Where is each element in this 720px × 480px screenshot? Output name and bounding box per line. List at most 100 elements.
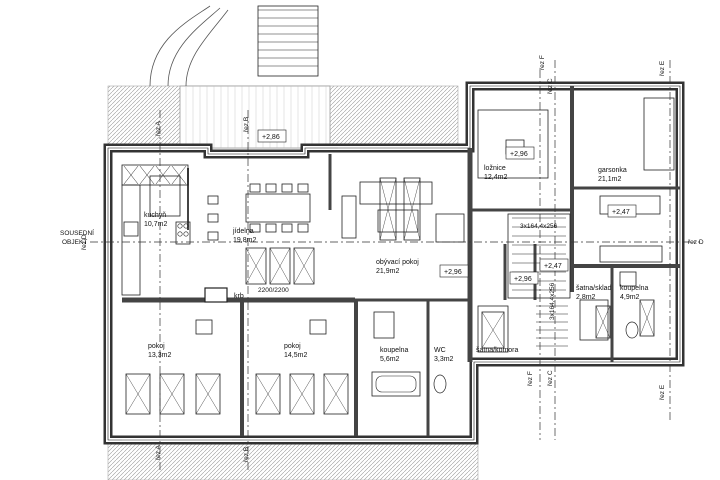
storage-cross bbox=[379, 177, 397, 241]
section-mark-d: řez D bbox=[81, 234, 88, 250]
storage-unit bbox=[323, 373, 349, 415]
cooktop-burner bbox=[177, 231, 183, 237]
dining-table bbox=[245, 193, 311, 223]
room-name: garsonka bbox=[598, 167, 627, 174]
level-marker: +2,86 bbox=[262, 134, 280, 141]
storage-unit bbox=[269, 247, 291, 285]
section-lines bbox=[90, 60, 700, 470]
exterior-staircase bbox=[257, 5, 319, 77]
room-area: 12,4m2 bbox=[484, 174, 507, 181]
desk-chair bbox=[195, 319, 213, 335]
kitchen-counter-side bbox=[121, 184, 141, 296]
washbasin bbox=[619, 271, 637, 287]
room-name: koupelna bbox=[620, 285, 649, 292]
terrace-hatch-south bbox=[107, 443, 479, 480]
section-mark-a: řez A bbox=[155, 445, 162, 460]
side-table bbox=[435, 213, 465, 243]
windows bbox=[106, 84, 682, 442]
bathtub-basin bbox=[375, 375, 417, 393]
toilet bbox=[625, 321, 639, 339]
studio-counter bbox=[599, 245, 663, 263]
room-area: 14,5m2 bbox=[284, 352, 307, 359]
section-mark-f: řez F bbox=[527, 371, 534, 386]
toilet bbox=[433, 374, 447, 394]
storage-cross bbox=[195, 373, 221, 415]
storage-unit bbox=[595, 305, 611, 339]
storage-cross bbox=[481, 311, 505, 349]
room-area: 10,7m2 bbox=[144, 221, 167, 228]
counter-cross bbox=[171, 165, 187, 185]
section-mark-f: řez F bbox=[539, 55, 546, 70]
bathtub bbox=[371, 371, 421, 397]
stairs bbox=[149, 5, 571, 347]
storage-unit bbox=[245, 247, 267, 285]
storage-unit bbox=[289, 373, 315, 415]
storage-cross bbox=[159, 373, 185, 415]
counter-cross bbox=[123, 165, 139, 185]
stair-dimension: 3x164,4x256 bbox=[549, 282, 556, 320]
storage-cross bbox=[255, 373, 281, 415]
storage-unit bbox=[125, 373, 151, 415]
section-mark-c: řez C bbox=[547, 78, 554, 94]
storage-unit bbox=[379, 177, 397, 241]
section-mark-e: řez E bbox=[659, 384, 666, 400]
storage-cross bbox=[639, 299, 655, 337]
dining-chair bbox=[207, 213, 219, 223]
storage-unit bbox=[293, 247, 315, 285]
storage-cross bbox=[245, 247, 267, 285]
bed bbox=[477, 109, 549, 179]
storage-unit bbox=[195, 373, 221, 415]
neighbor-label: OBJEKT bbox=[62, 239, 87, 246]
storage-cross bbox=[289, 373, 315, 415]
level-box bbox=[439, 264, 469, 278]
armchair bbox=[341, 195, 357, 239]
level-marker: +2,47 bbox=[544, 263, 562, 270]
wardrobe-storage bbox=[579, 299, 609, 341]
section-mark-b: řez B bbox=[243, 117, 250, 132]
dining-chair bbox=[249, 183, 261, 193]
level-box bbox=[539, 258, 569, 272]
curved-ramp bbox=[149, 5, 229, 87]
counter-cross bbox=[155, 165, 171, 185]
cooktop-burner bbox=[183, 223, 189, 229]
room-area: 21,9m2 bbox=[376, 268, 399, 275]
storage-cross bbox=[269, 247, 291, 285]
level-marker: +2,96 bbox=[510, 151, 528, 158]
level-box bbox=[509, 271, 539, 285]
storage-cross bbox=[323, 373, 349, 415]
exterior-wall-line bbox=[107, 85, 681, 441]
studio-bed bbox=[643, 97, 675, 171]
room-area: 13,3m2 bbox=[148, 352, 171, 359]
storage-cross bbox=[403, 177, 421, 241]
dining-chair bbox=[265, 223, 277, 233]
stair-dimension: 3x164,4x256 bbox=[520, 223, 558, 230]
level-box bbox=[257, 129, 287, 143]
kitchen-counter bbox=[121, 164, 189, 186]
section-mark-d: řez D bbox=[688, 239, 704, 246]
dining-chair bbox=[281, 223, 293, 233]
kitchen-island bbox=[149, 175, 181, 217]
level-marker: +2,96 bbox=[514, 276, 532, 283]
coffee-table bbox=[377, 209, 419, 233]
storage-unit bbox=[481, 311, 505, 349]
kitchen-cooktop bbox=[175, 221, 191, 245]
dining-chair bbox=[297, 183, 309, 193]
staircase bbox=[507, 213, 571, 299]
section-mark-c: řez C bbox=[547, 370, 554, 386]
section-mark-e: řez E bbox=[659, 60, 666, 76]
room-area: 3,3m2 bbox=[434, 356, 454, 363]
shower bbox=[373, 311, 395, 339]
level-marker: +2,47 bbox=[612, 209, 630, 216]
walls bbox=[103, 81, 685, 445]
neighbor-label: SOUSEDNÍ bbox=[60, 228, 94, 237]
counter-cross bbox=[139, 165, 155, 185]
room-area: 2,8m2 bbox=[576, 294, 596, 301]
room-name: obývací pokoj bbox=[376, 259, 419, 266]
dining-chair bbox=[207, 195, 219, 205]
room-name: kuchyň bbox=[144, 212, 166, 219]
storage-unit bbox=[255, 373, 281, 415]
dining-chair bbox=[207, 231, 219, 241]
